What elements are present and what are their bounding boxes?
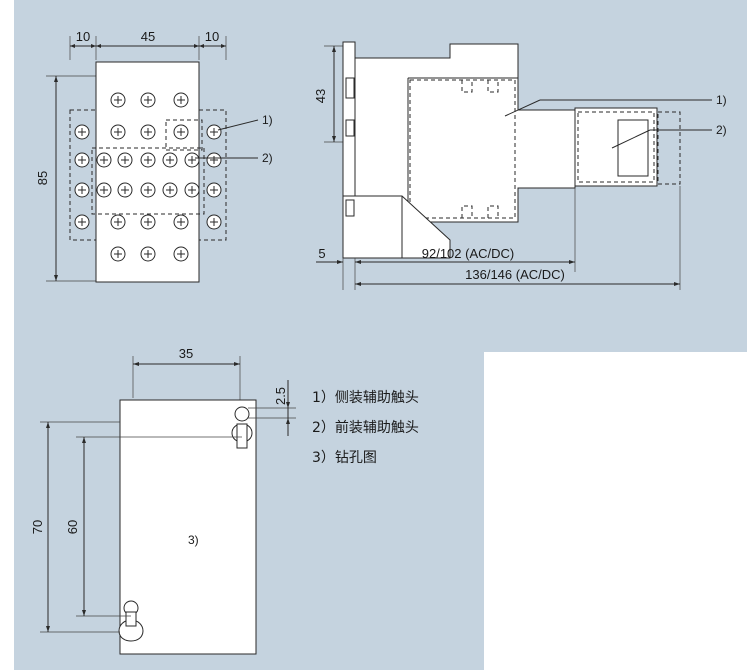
screw-slot	[114, 250, 122, 258]
drill-label: 3)	[188, 533, 199, 547]
front-view: 10 45 10 85 1) 2)	[35, 29, 273, 283]
legend: 1）侧装辅助触头 2）前装辅助触头 3）钻孔图	[312, 390, 419, 466]
screw-slot	[144, 156, 152, 164]
screw-slot	[177, 128, 185, 136]
screw-slot	[144, 186, 152, 194]
screw-slot	[114, 128, 122, 136]
front-callout-1: 1)	[262, 113, 273, 127]
screw-slot	[144, 218, 152, 226]
screw-slot	[78, 156, 86, 164]
dim-front-middle: 45	[141, 29, 155, 44]
screw-slot	[210, 128, 218, 136]
screw-slot	[166, 156, 174, 164]
dim-side-height: 43	[313, 89, 328, 103]
screw-slot	[144, 250, 152, 258]
dim-front-left: 10	[76, 29, 90, 44]
side-callout-2: 2)	[716, 123, 727, 137]
screw-slot	[100, 156, 108, 164]
screw-slot	[100, 186, 108, 194]
screw-slot	[188, 156, 196, 164]
screw-slot	[166, 186, 174, 194]
legend-item-3: 3）钻孔图	[312, 450, 377, 466]
side-view: 43 1) 2) 5 92/102 (AC/DC)	[313, 41, 727, 290]
dim-front-height: 85	[35, 171, 50, 185]
dim-drill-height-outer: 70	[30, 520, 45, 534]
screw-slot	[114, 96, 122, 104]
dim-side-offset: 5	[318, 246, 325, 261]
screw-slot	[177, 96, 185, 104]
screw-slot	[121, 156, 129, 164]
screw-slot	[78, 186, 86, 194]
screw-slot	[177, 250, 185, 258]
front-callout-2: 2)	[262, 151, 273, 165]
screw-slot	[78, 218, 86, 226]
screw-slot	[210, 156, 218, 164]
screw-slot	[188, 186, 196, 194]
screw-slot	[114, 218, 122, 226]
screw-slot	[78, 128, 86, 136]
dim-drill-height-inner: 60	[65, 520, 80, 534]
dim-side-depth-2: 136/146 (AC/DC)	[465, 267, 565, 282]
drill-view: 35 2.5 70 60 3)	[30, 346, 296, 655]
screw-slot	[144, 128, 152, 136]
screw-slot	[144, 96, 152, 104]
legend-item-2: 2）前装辅助触头	[312, 419, 419, 436]
dim-front-right: 10	[205, 29, 219, 44]
legend-item-1: 1）侧装辅助触头	[312, 390, 419, 406]
dim-drill-width: 35	[179, 346, 193, 361]
screw-slot	[210, 186, 218, 194]
dim-side-depth-1: 92/102 (AC/DC)	[422, 246, 514, 261]
side-callout-1: 1)	[716, 93, 727, 107]
screw-slot	[210, 218, 218, 226]
screw-slot	[121, 186, 129, 194]
dim-drill-top: 2.5	[273, 387, 288, 405]
screw-slot	[177, 218, 185, 226]
